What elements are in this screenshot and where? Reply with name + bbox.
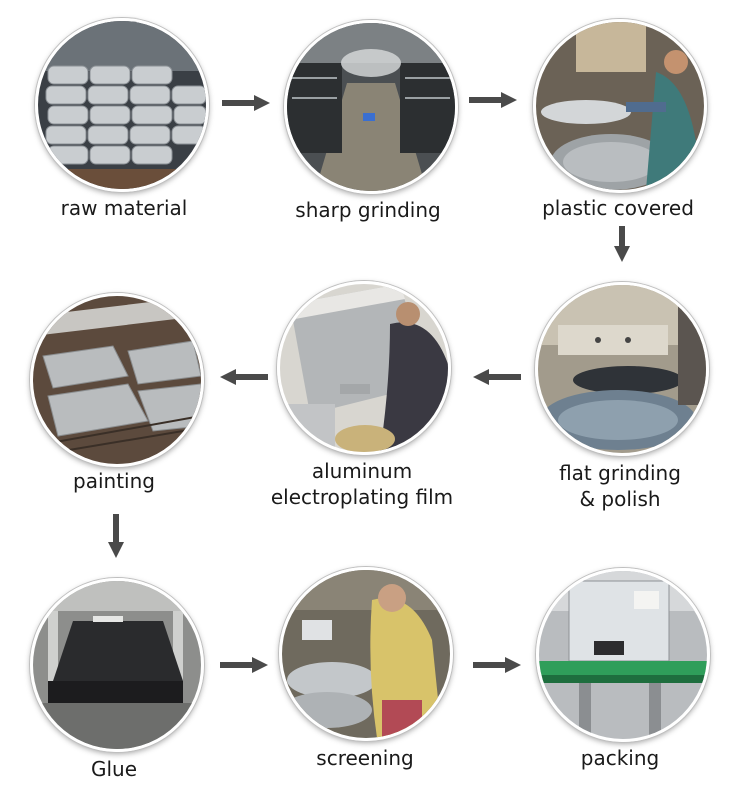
photo-packing	[536, 568, 710, 742]
step-label-painting: painting	[4, 468, 224, 494]
photo-glue	[30, 578, 204, 752]
arrow-down-icon	[614, 226, 630, 262]
step-label-screening: screening	[255, 745, 475, 771]
step-label-glue: Glue	[4, 756, 224, 782]
photo-painting	[30, 293, 204, 467]
arrow-left-icon	[473, 369, 521, 385]
step-label-packing: packing	[510, 745, 730, 771]
step-label-plastic-covered: plastic covered	[508, 195, 728, 221]
photo-sharp-grinding	[284, 20, 458, 194]
arrow-right-icon	[469, 92, 517, 108]
photo-screening	[279, 567, 453, 741]
step-label-aluminum-electroplating: aluminum electroplating film	[252, 458, 472, 510]
step-label-sharp-grinding: sharp grinding	[258, 197, 478, 223]
step-label-flat-grinding: flat grinding & polish	[510, 460, 730, 512]
arrow-right-icon	[220, 657, 268, 673]
arrow-right-icon	[222, 95, 270, 111]
arrow-left-icon	[220, 369, 268, 385]
photo-raw-material	[35, 18, 209, 192]
photo-flat-grinding	[535, 282, 709, 456]
arrow-right-icon	[473, 657, 521, 673]
step-label-raw-material: raw material	[14, 195, 234, 221]
photo-aluminum-electroplating	[277, 281, 451, 455]
photo-plastic-covered	[533, 19, 707, 193]
arrow-down-icon	[108, 514, 124, 558]
